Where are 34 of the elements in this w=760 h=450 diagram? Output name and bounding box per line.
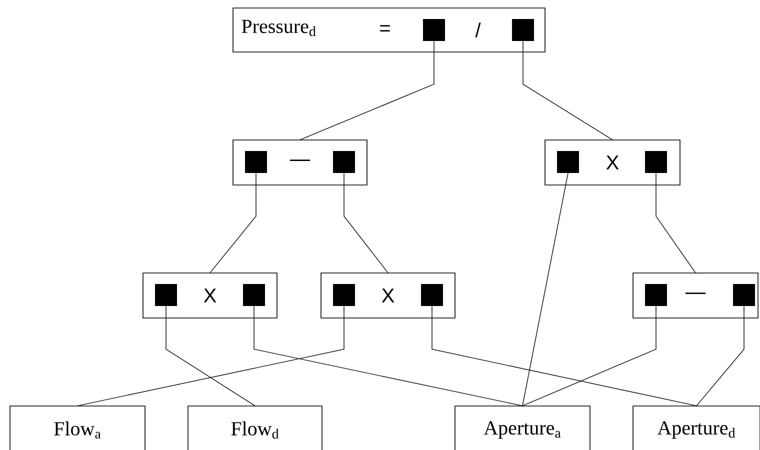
variable-box: Flow$_{d}$ bbox=[188, 406, 322, 450]
operator-box: Pressure$_{d}$ = / bbox=[232, 8, 546, 52]
connector-line bbox=[210, 172, 256, 274]
connector-line bbox=[166, 306, 256, 406]
operator-box: X bbox=[142, 272, 278, 318]
input-slot bbox=[512, 19, 534, 41]
connector-line bbox=[432, 306, 697, 406]
connector-line bbox=[77, 306, 344, 406]
input-slot bbox=[645, 284, 667, 306]
operator-box: X bbox=[544, 140, 680, 186]
connector-line bbox=[254, 306, 523, 406]
input-slot bbox=[733, 284, 755, 306]
operator-box: X bbox=[320, 272, 456, 318]
input-slot bbox=[155, 284, 177, 306]
operator-box: — bbox=[232, 140, 368, 186]
variable-box: Aperture$_{a}$ bbox=[454, 406, 590, 450]
variable-box: Flow$_{a}$ bbox=[10, 406, 146, 450]
input-slot bbox=[421, 284, 443, 306]
connector-line bbox=[522, 40, 613, 140]
connector-line bbox=[344, 172, 388, 274]
input-slot bbox=[557, 151, 579, 173]
connector-line bbox=[300, 40, 434, 140]
input-slot bbox=[333, 284, 355, 306]
input-slot bbox=[243, 284, 265, 306]
input-slot bbox=[645, 151, 667, 173]
input-slot bbox=[333, 151, 355, 173]
connector-line bbox=[522, 172, 568, 406]
operator-box: — bbox=[632, 272, 758, 318]
connector-line bbox=[656, 172, 696, 274]
variable-box: Aperture$_{d}$ bbox=[632, 406, 760, 450]
input-slot bbox=[245, 151, 267, 173]
connector-line bbox=[696, 306, 744, 406]
input-slot bbox=[423, 19, 445, 41]
connector-line bbox=[522, 306, 656, 406]
